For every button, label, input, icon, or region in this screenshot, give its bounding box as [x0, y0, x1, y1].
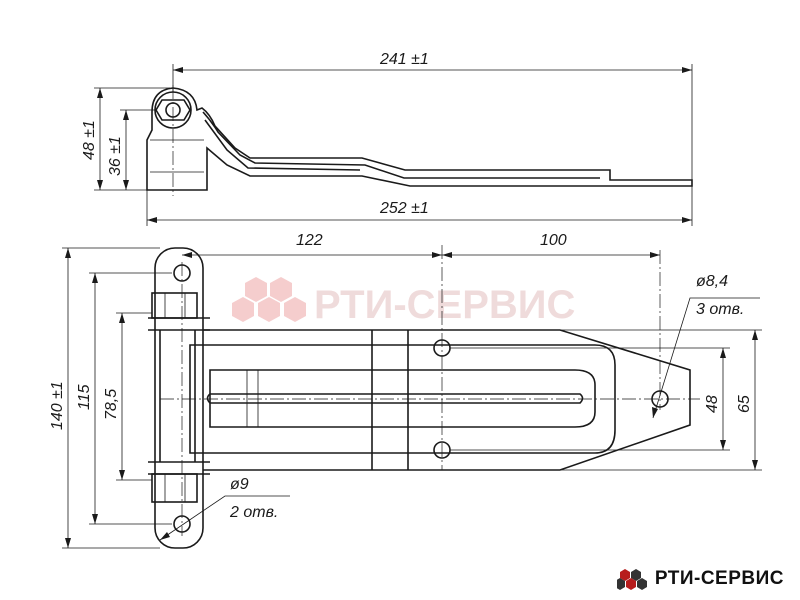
watermark-logo-icon: [232, 277, 306, 322]
dim-span-left: 122: [296, 232, 323, 249]
dim-length-bottom: 252 ±1: [379, 200, 429, 217]
dim-height-total: 140 ±1: [49, 381, 66, 430]
side-view: 241 ±1 252 ±1 48 ±1 36 ±1: [81, 51, 693, 226]
dim-height-78: 78,5: [103, 389, 120, 420]
dim-width-48: 48: [704, 395, 721, 413]
hole-right-count: 3 отв.: [696, 301, 744, 318]
dim-height-115: 115: [76, 384, 93, 410]
front-view: 122 100 140 ±1 115 78,5 48 65: [49, 232, 762, 549]
hole-right-diameter: ø8,4: [696, 273, 728, 290]
brand-logo-icon: [616, 569, 647, 590]
dim-span-right: 100: [540, 232, 567, 249]
dim-height-inner: 36 ±1: [107, 136, 124, 176]
watermark: РТИ-СЕРВИС: [232, 277, 575, 327]
dim-height-outer: 48 ±1: [81, 120, 98, 160]
watermark-text: РТИ-СЕРВИС: [314, 283, 575, 327]
brand: РТИ-СЕРВИС: [616, 566, 784, 592]
hole-left-diameter: ø9: [230, 476, 249, 493]
dim-width-65: 65: [736, 395, 753, 413]
dim-length-top: 241 ±1: [379, 51, 429, 68]
brand-text: РТИ-СЕРВИС: [654, 568, 784, 589]
hole-left-count: 2 отв.: [229, 504, 278, 521]
